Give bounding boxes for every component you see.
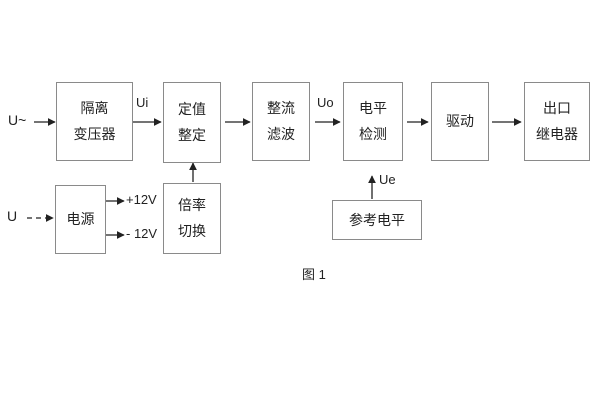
block-rectify-filter[interactable]: 整流 滤波 (252, 82, 310, 161)
block-output-relay[interactable]: 出口 继电器 (524, 82, 590, 161)
block-level-detect[interactable]: 电平 检测 (343, 82, 403, 161)
block-rectify-filter-line2: 滤波 (267, 126, 295, 142)
block-setting-value-line1: 定值 (178, 101, 206, 118)
block-reference-level-line1: 参考电平 (349, 211, 405, 228)
block-output-relay-line1: 出口 (543, 100, 571, 117)
block-level-detect-line1: 电平 (359, 100, 387, 117)
block-setting-value-line2: 整定 (178, 127, 206, 143)
block-rectify-filter-line1: 整流 (267, 100, 295, 117)
block-isolation-transformer[interactable]: 隔离 变压器 (56, 82, 133, 161)
block-multiplier-switch-line1: 倍率 (178, 197, 206, 214)
signal-label-uo: Uo (317, 95, 334, 110)
block-output-relay-line2: 继电器 (536, 126, 578, 142)
block-multiplier-switch[interactable]: 倍率 切换 (163, 183, 221, 254)
block-level-detect-line2: 检测 (359, 126, 387, 142)
input-label-dc: U (7, 208, 18, 224)
block-drive[interactable]: 驱动 (431, 82, 489, 161)
block-isolation-transformer-line2: 变压器 (73, 126, 116, 142)
block-power-supply[interactable]: 电源 (55, 185, 106, 254)
block-drive-line1: 驱动 (446, 113, 474, 130)
signal-label-ue: Ue (379, 172, 396, 187)
figure-caption: 图 1 (302, 267, 326, 282)
block-multiplier-switch-line2: 切换 (178, 223, 206, 239)
rail-label-positive: +12V (126, 192, 157, 207)
block-isolation-transformer-line1: 隔离 (80, 100, 109, 117)
signal-label-ui: Ui (136, 95, 149, 110)
rail-label-negative: - 12V (126, 226, 158, 241)
input-label-ac: U~ (8, 112, 27, 128)
block-setting-value[interactable]: 定值 整定 (163, 82, 221, 163)
block-power-supply-line1: 电源 (66, 211, 95, 228)
block-reference-level[interactable]: 参考电平 (332, 200, 422, 240)
